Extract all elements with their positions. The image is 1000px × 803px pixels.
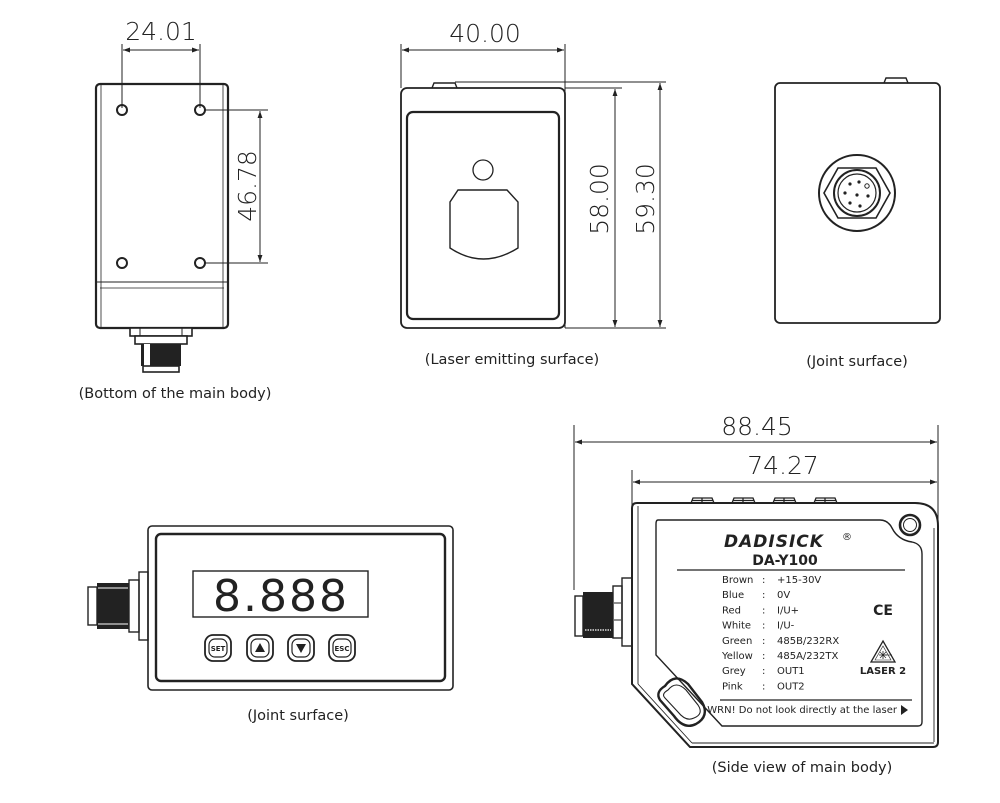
lcd-value: 8.888 xyxy=(213,571,349,622)
dimension-label: 88.45 xyxy=(721,412,793,441)
mounting-hole xyxy=(116,104,128,116)
view-caption: (Joint surface) xyxy=(247,708,349,724)
laser-warning-text: WRN! Do not look directly at the laser xyxy=(707,705,898,716)
mounting-slot xyxy=(657,677,707,727)
dimension-total-length: 88.45 xyxy=(573,412,939,590)
wire-signal: OUT1 xyxy=(777,666,805,677)
joint-surface-view: (Joint surface) xyxy=(774,77,941,370)
display-panel-view: 8.888 SET ESC xyxy=(87,525,454,724)
body-outline xyxy=(631,502,939,748)
mounting-hole xyxy=(116,257,128,269)
view-caption: (Side view of main body) xyxy=(712,760,893,776)
dimension-label: 59.30 xyxy=(631,163,660,235)
laser-class: LASER 2 xyxy=(860,666,906,677)
triangle-down-icon xyxy=(296,644,306,653)
connector-icon xyxy=(129,327,193,373)
wire-signal: 485A/232TX xyxy=(777,651,838,662)
connector-icon xyxy=(87,571,149,641)
body-outline xyxy=(400,87,566,329)
wire-color: Red xyxy=(722,605,741,616)
dimension-label: 74.27 xyxy=(747,451,819,480)
up-button[interactable] xyxy=(246,634,274,662)
dimension-width-bottom: 24.01 xyxy=(121,17,201,108)
bottom-view: 24.01 46.78 (Bottom of the mai xyxy=(79,17,272,402)
label-plate xyxy=(655,519,923,727)
side-view: 88.45 74.27 DADISICK xyxy=(573,412,939,776)
model-number: DA-Y100 xyxy=(752,553,818,569)
wire-separator: : xyxy=(762,621,765,632)
triangle-up-icon xyxy=(255,643,265,652)
set-button[interactable]: SET xyxy=(204,634,232,662)
laser-surface-view: 40.00 58.00 59.30 (Laser emitting surfac… xyxy=(400,19,666,368)
dimension-label: 24.01 xyxy=(125,17,197,46)
wire-color: Brown xyxy=(722,575,753,586)
connector-icon xyxy=(574,577,633,647)
view-caption: (Joint surface) xyxy=(806,354,908,370)
wire-separator: : xyxy=(762,666,765,677)
view-caption: (Bottom of the main body) xyxy=(79,386,272,402)
wiring-table: Brown: +15-30V Blue: 0V Red: I/U+ White: I/U- Gr… xyxy=(721,575,839,692)
panel-bezel xyxy=(154,532,447,683)
wire-separator: : xyxy=(762,605,765,616)
dimension-height-inner: 58.00 xyxy=(565,87,666,329)
dimension-body-length: 74.27 xyxy=(631,451,937,508)
dimension-label: 46.78 xyxy=(233,150,262,222)
down-button[interactable] xyxy=(287,634,315,662)
wire-color: Green xyxy=(722,636,752,647)
wire-separator: : xyxy=(762,636,765,647)
mounting-hole xyxy=(898,513,922,537)
wire-signal: I/U- xyxy=(777,621,795,632)
dimension-width-laser: 40.00 xyxy=(400,19,566,328)
body-outline xyxy=(94,82,230,330)
dimension-label: 40.00 xyxy=(449,19,521,48)
ce-mark: CE xyxy=(873,603,893,619)
laser-warning-icon xyxy=(869,639,897,663)
dimension-height-bottom: 46.78 xyxy=(205,109,268,264)
arrow-right-icon xyxy=(901,705,908,715)
emitter-lens-icon xyxy=(449,189,519,260)
brand-logo: DADISICK xyxy=(724,532,825,552)
wire-signal: OUT2 xyxy=(777,681,805,692)
lcd-display xyxy=(192,570,369,618)
registered-mark: ® xyxy=(842,532,852,543)
mounting-hole xyxy=(194,257,206,269)
wire-signal: 485B/232RX xyxy=(777,636,839,647)
body-outline xyxy=(774,82,941,324)
esc-button-label: ESC xyxy=(335,645,350,653)
wire-color: Yellow xyxy=(721,651,753,662)
esc-button[interactable]: ESC xyxy=(328,634,356,662)
dimension-height-outer: 59.30 xyxy=(455,81,666,327)
wire-separator: : xyxy=(762,575,765,586)
m12-connector-icon xyxy=(818,154,896,232)
wire-color: Grey xyxy=(722,666,746,677)
wire-signal: I/U+ xyxy=(777,605,799,616)
wire-separator: : xyxy=(762,590,765,601)
receiver-lens-icon xyxy=(472,159,494,181)
wire-signal: +15-30V xyxy=(777,575,821,586)
wire-color: Pink xyxy=(722,681,743,692)
set-button-label: SET xyxy=(211,645,226,653)
wire-signal: 0V xyxy=(777,590,790,601)
wire-color: Blue xyxy=(722,590,744,601)
wire-color: White xyxy=(722,621,751,632)
wire-separator: : xyxy=(762,681,765,692)
wire-separator: : xyxy=(762,651,765,662)
laser-window xyxy=(405,110,561,321)
dimension-label: 58.00 xyxy=(585,163,614,235)
view-caption: (Laser emitting surface) xyxy=(425,352,599,368)
